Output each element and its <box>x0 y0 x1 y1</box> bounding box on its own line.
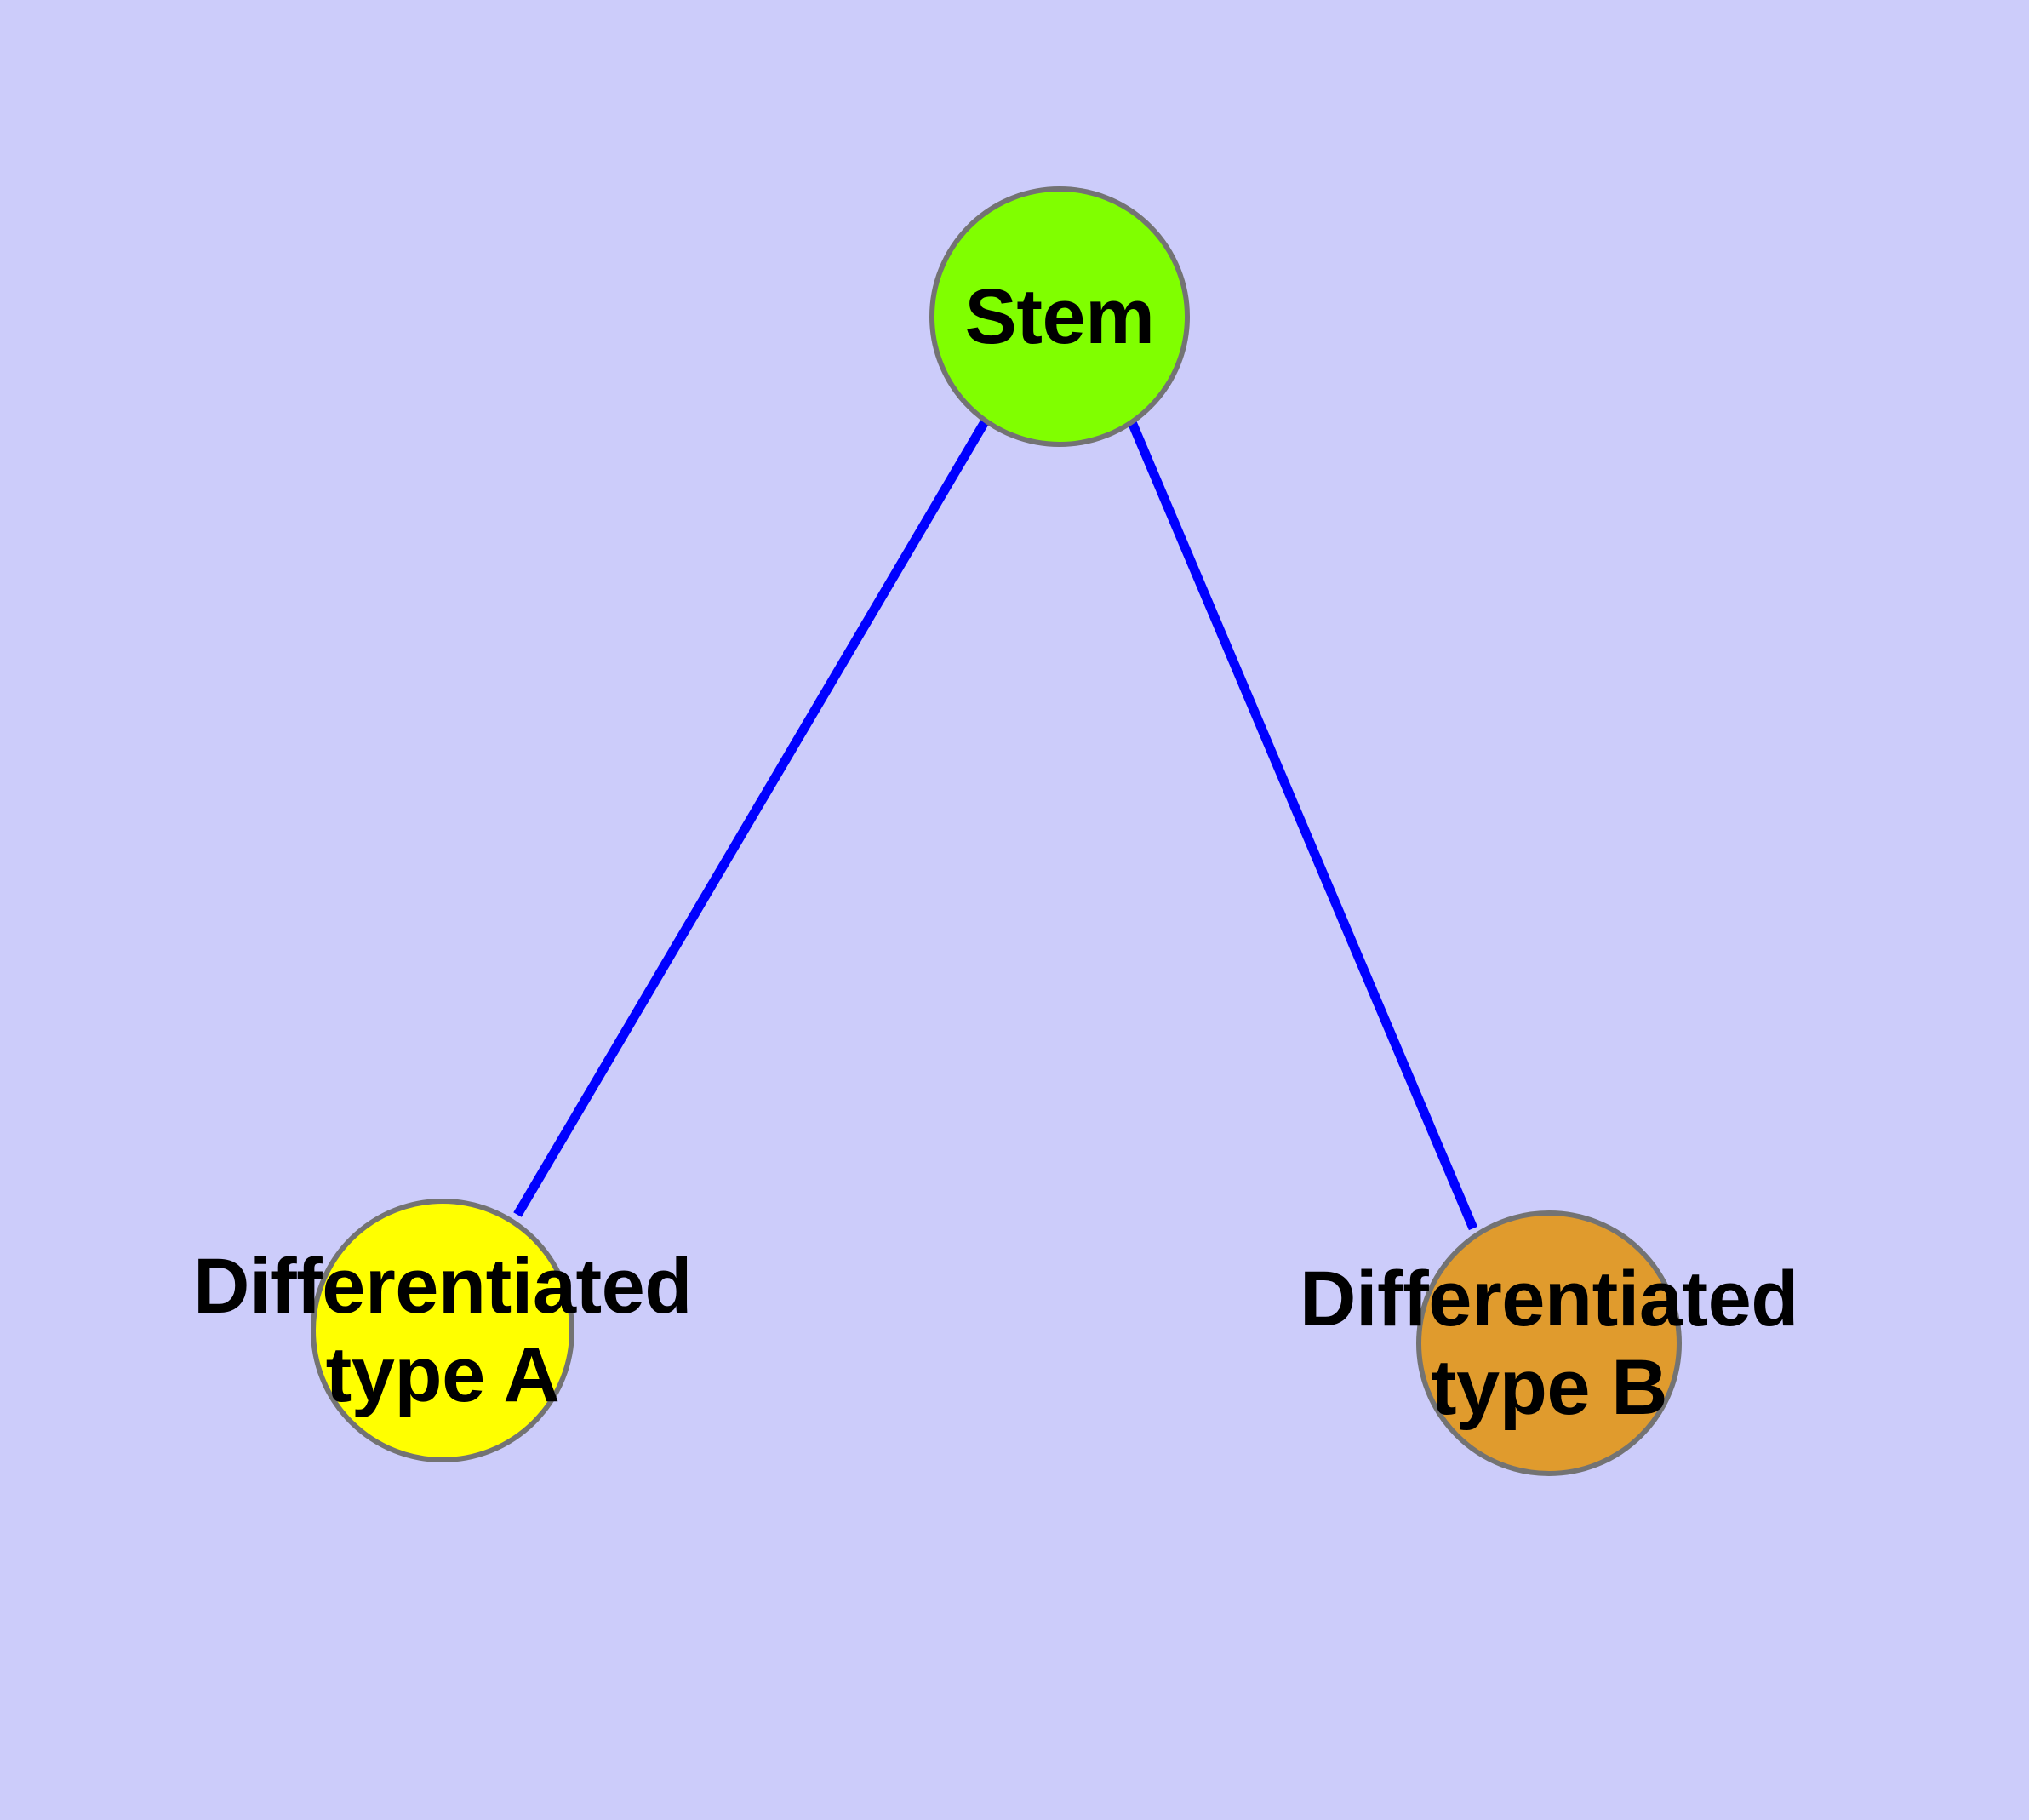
edge-stem-diff-a[interactable] <box>513 418 990 1217</box>
nodes-layer <box>311 186 1682 1476</box>
node-diff-b[interactable] <box>1416 1210 1682 1476</box>
node-stem[interactable] <box>929 186 1190 447</box>
edge-stem-diff-b[interactable] <box>1127 420 1478 1231</box>
edges-layer <box>513 418 1478 1231</box>
node-diff-a[interactable] <box>311 1199 574 1462</box>
